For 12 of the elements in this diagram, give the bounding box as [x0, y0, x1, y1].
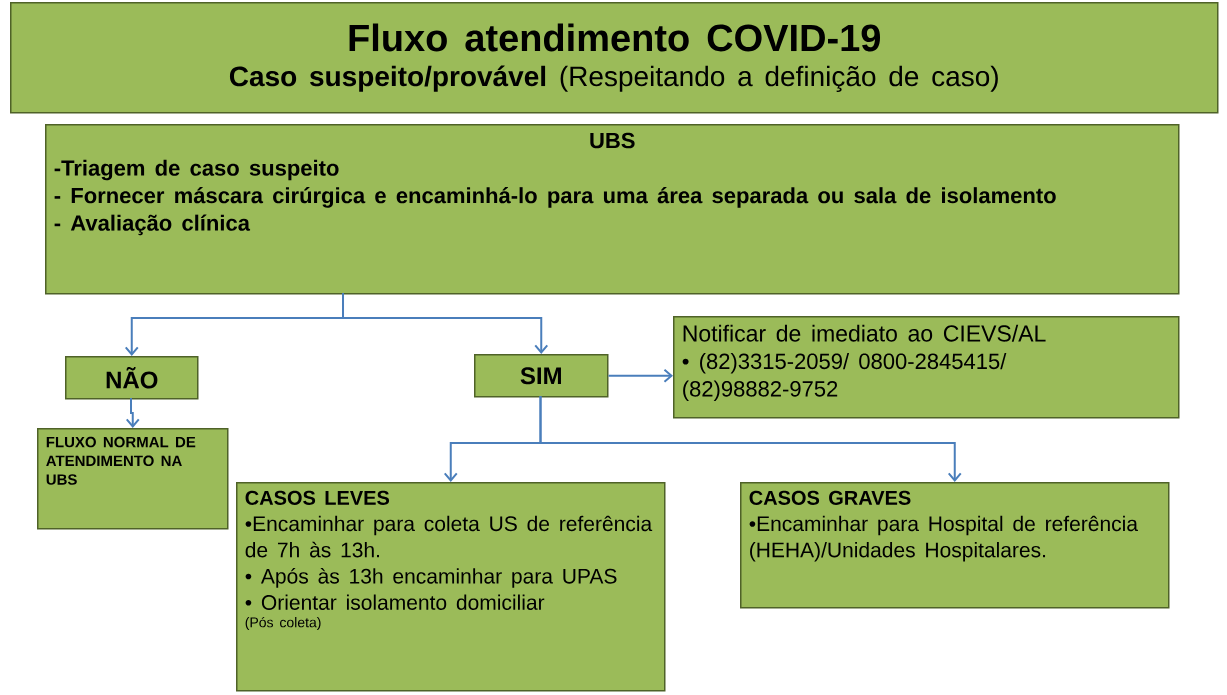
arrow: [342, 292, 549, 354]
case-box: CASOS LEVES •Encaminhar para coleta US de referência de 7h às 13h. • Após às 13h encaminhar para UPAS • Orientar isolamento domiciliar (Pós coleta): [236, 482, 666, 692]
arrow: [125, 397, 140, 428]
notification-box: Notificar de imediato ao CIEVS/AL • (82)3315-2059/ 0800-2845415/ (82)98882-9752: [673, 316, 1180, 419]
arrow: [539, 395, 962, 482]
answer-box: SIM: [474, 354, 609, 398]
answer-box: NÃO: [65, 356, 199, 400]
process-box: UBS -Triagem de caso suspeito - Fornecer máscara cirúrgica e encaminhá-lo para uma área separada ou sala de isolamento - Avaliação clínica: [45, 124, 1180, 295]
title-box: Fluxo atendimento COVID-19 Caso suspeito/provável (Respeitando a definição de caso): [10, 2, 1219, 114]
outcome-box: FLUXO NORMAL DE ATENDIMENTO NA UBS: [37, 428, 229, 530]
arrow: [607, 368, 673, 383]
case-box: CASOS GRAVES •Encaminhar para Hospital de referência (HEHA)/Unidades Hospitalares.: [740, 482, 1170, 609]
